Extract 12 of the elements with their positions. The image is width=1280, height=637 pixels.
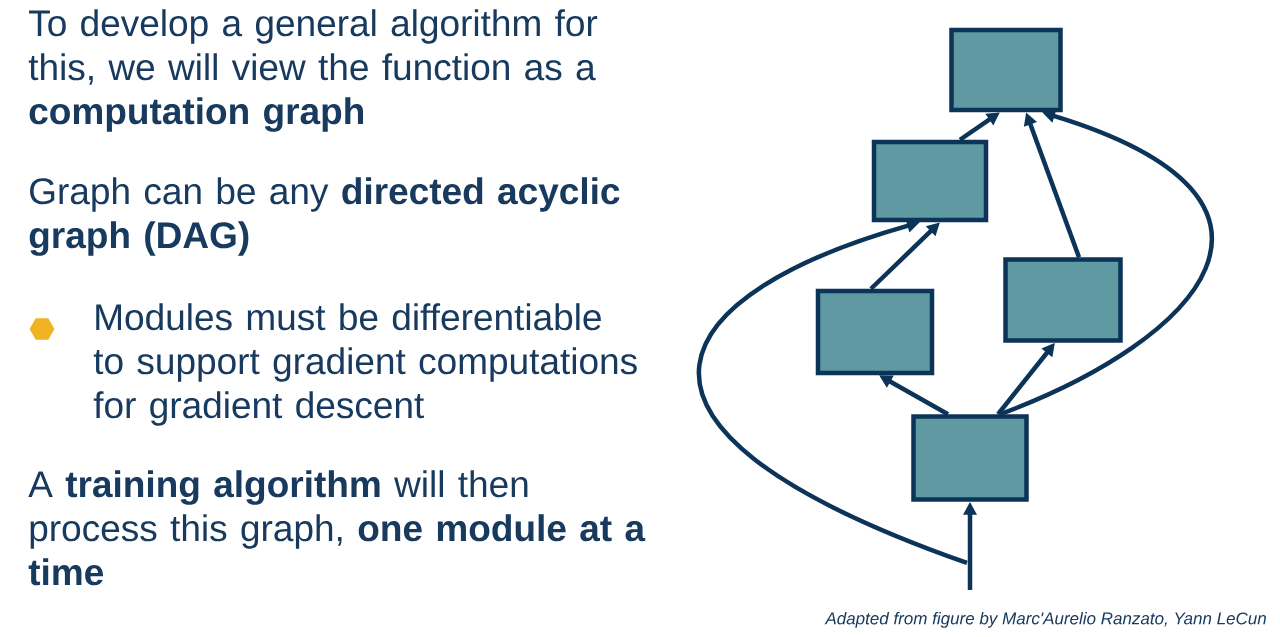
paragraph-text: A training algorithm will then process this graph, one module at a time (28, 470, 646, 586)
module-box (1003, 257, 1123, 343)
caption-text: Adapted from figure by Marc'Aurelio Ranzato, Yann LeCun (824, 611, 1266, 628)
paragraph-text: Modules must be differentiable to support gradient computations for gradient descent (93, 303, 637, 426)
arrow (697, 219, 968, 566)
paragraph-text: To develop a general algorithm for this, we will view the function as a computation graph (28, 9, 598, 132)
module-box (815, 288, 935, 376)
arrow (999, 109, 1214, 417)
module-box (871, 139, 989, 223)
paragraph-text: Graph can be any directed acyclic graph (DAG) (29, 177, 620, 256)
module-box (911, 414, 1029, 502)
module-box (949, 27, 1063, 113)
